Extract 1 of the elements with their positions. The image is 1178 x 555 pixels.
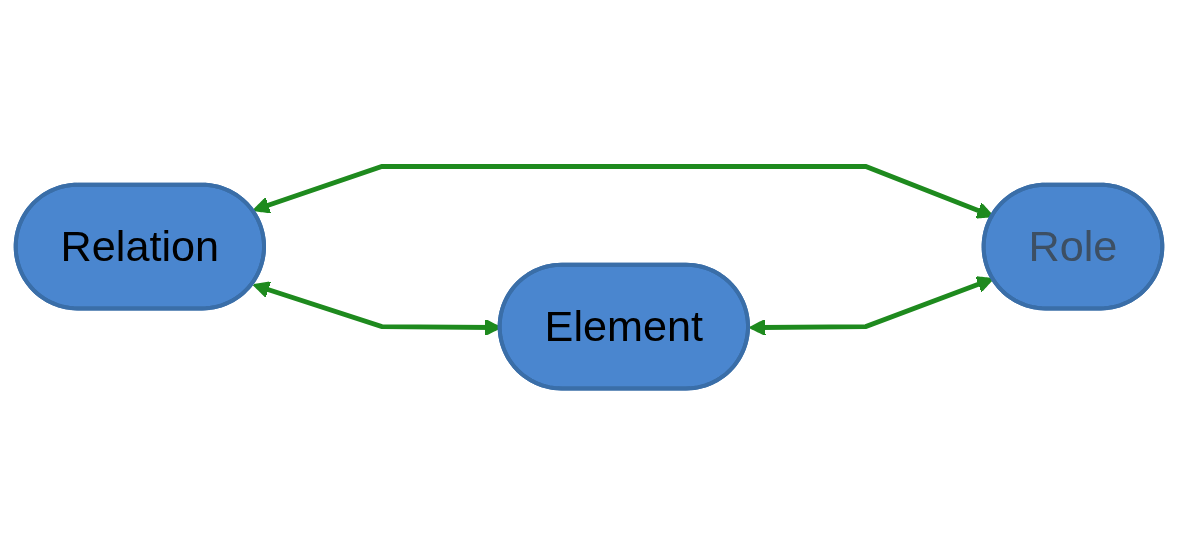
arrow <box>748 276 994 337</box>
